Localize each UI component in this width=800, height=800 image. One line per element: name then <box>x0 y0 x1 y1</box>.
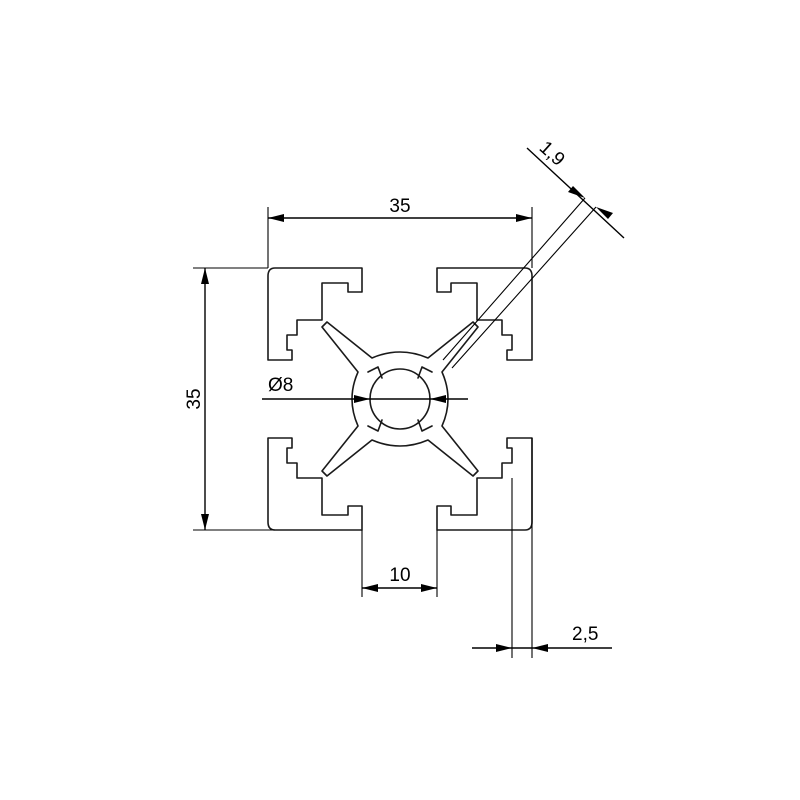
dimension-bore-label: Ø8 <box>268 375 293 396</box>
dimension-web-label: 1,9 <box>535 137 569 170</box>
corner-block-top-right <box>436 267 533 361</box>
dimension-bore: Ø8 <box>262 375 468 403</box>
central-core <box>321 321 479 477</box>
dimension-height-label: 35 <box>184 388 205 409</box>
dimension-height: 35 <box>184 267 275 531</box>
dimension-width-label: 35 <box>389 196 410 217</box>
dimension-width: 35 <box>267 196 533 268</box>
dimension-web: 1,9 <box>442 137 625 369</box>
corner-block-bottom-left <box>267 437 363 531</box>
corner-block-bottom-right <box>436 437 533 531</box>
dimension-slot-label: 10 <box>389 565 410 586</box>
bore-key-lugs <box>367 366 433 432</box>
dimension-wall: 2,5 <box>472 438 612 658</box>
corner-block-top-left <box>267 267 363 361</box>
dimension-slot: 10 <box>361 530 438 597</box>
dimension-wall-label: 2,5 <box>572 624 598 645</box>
